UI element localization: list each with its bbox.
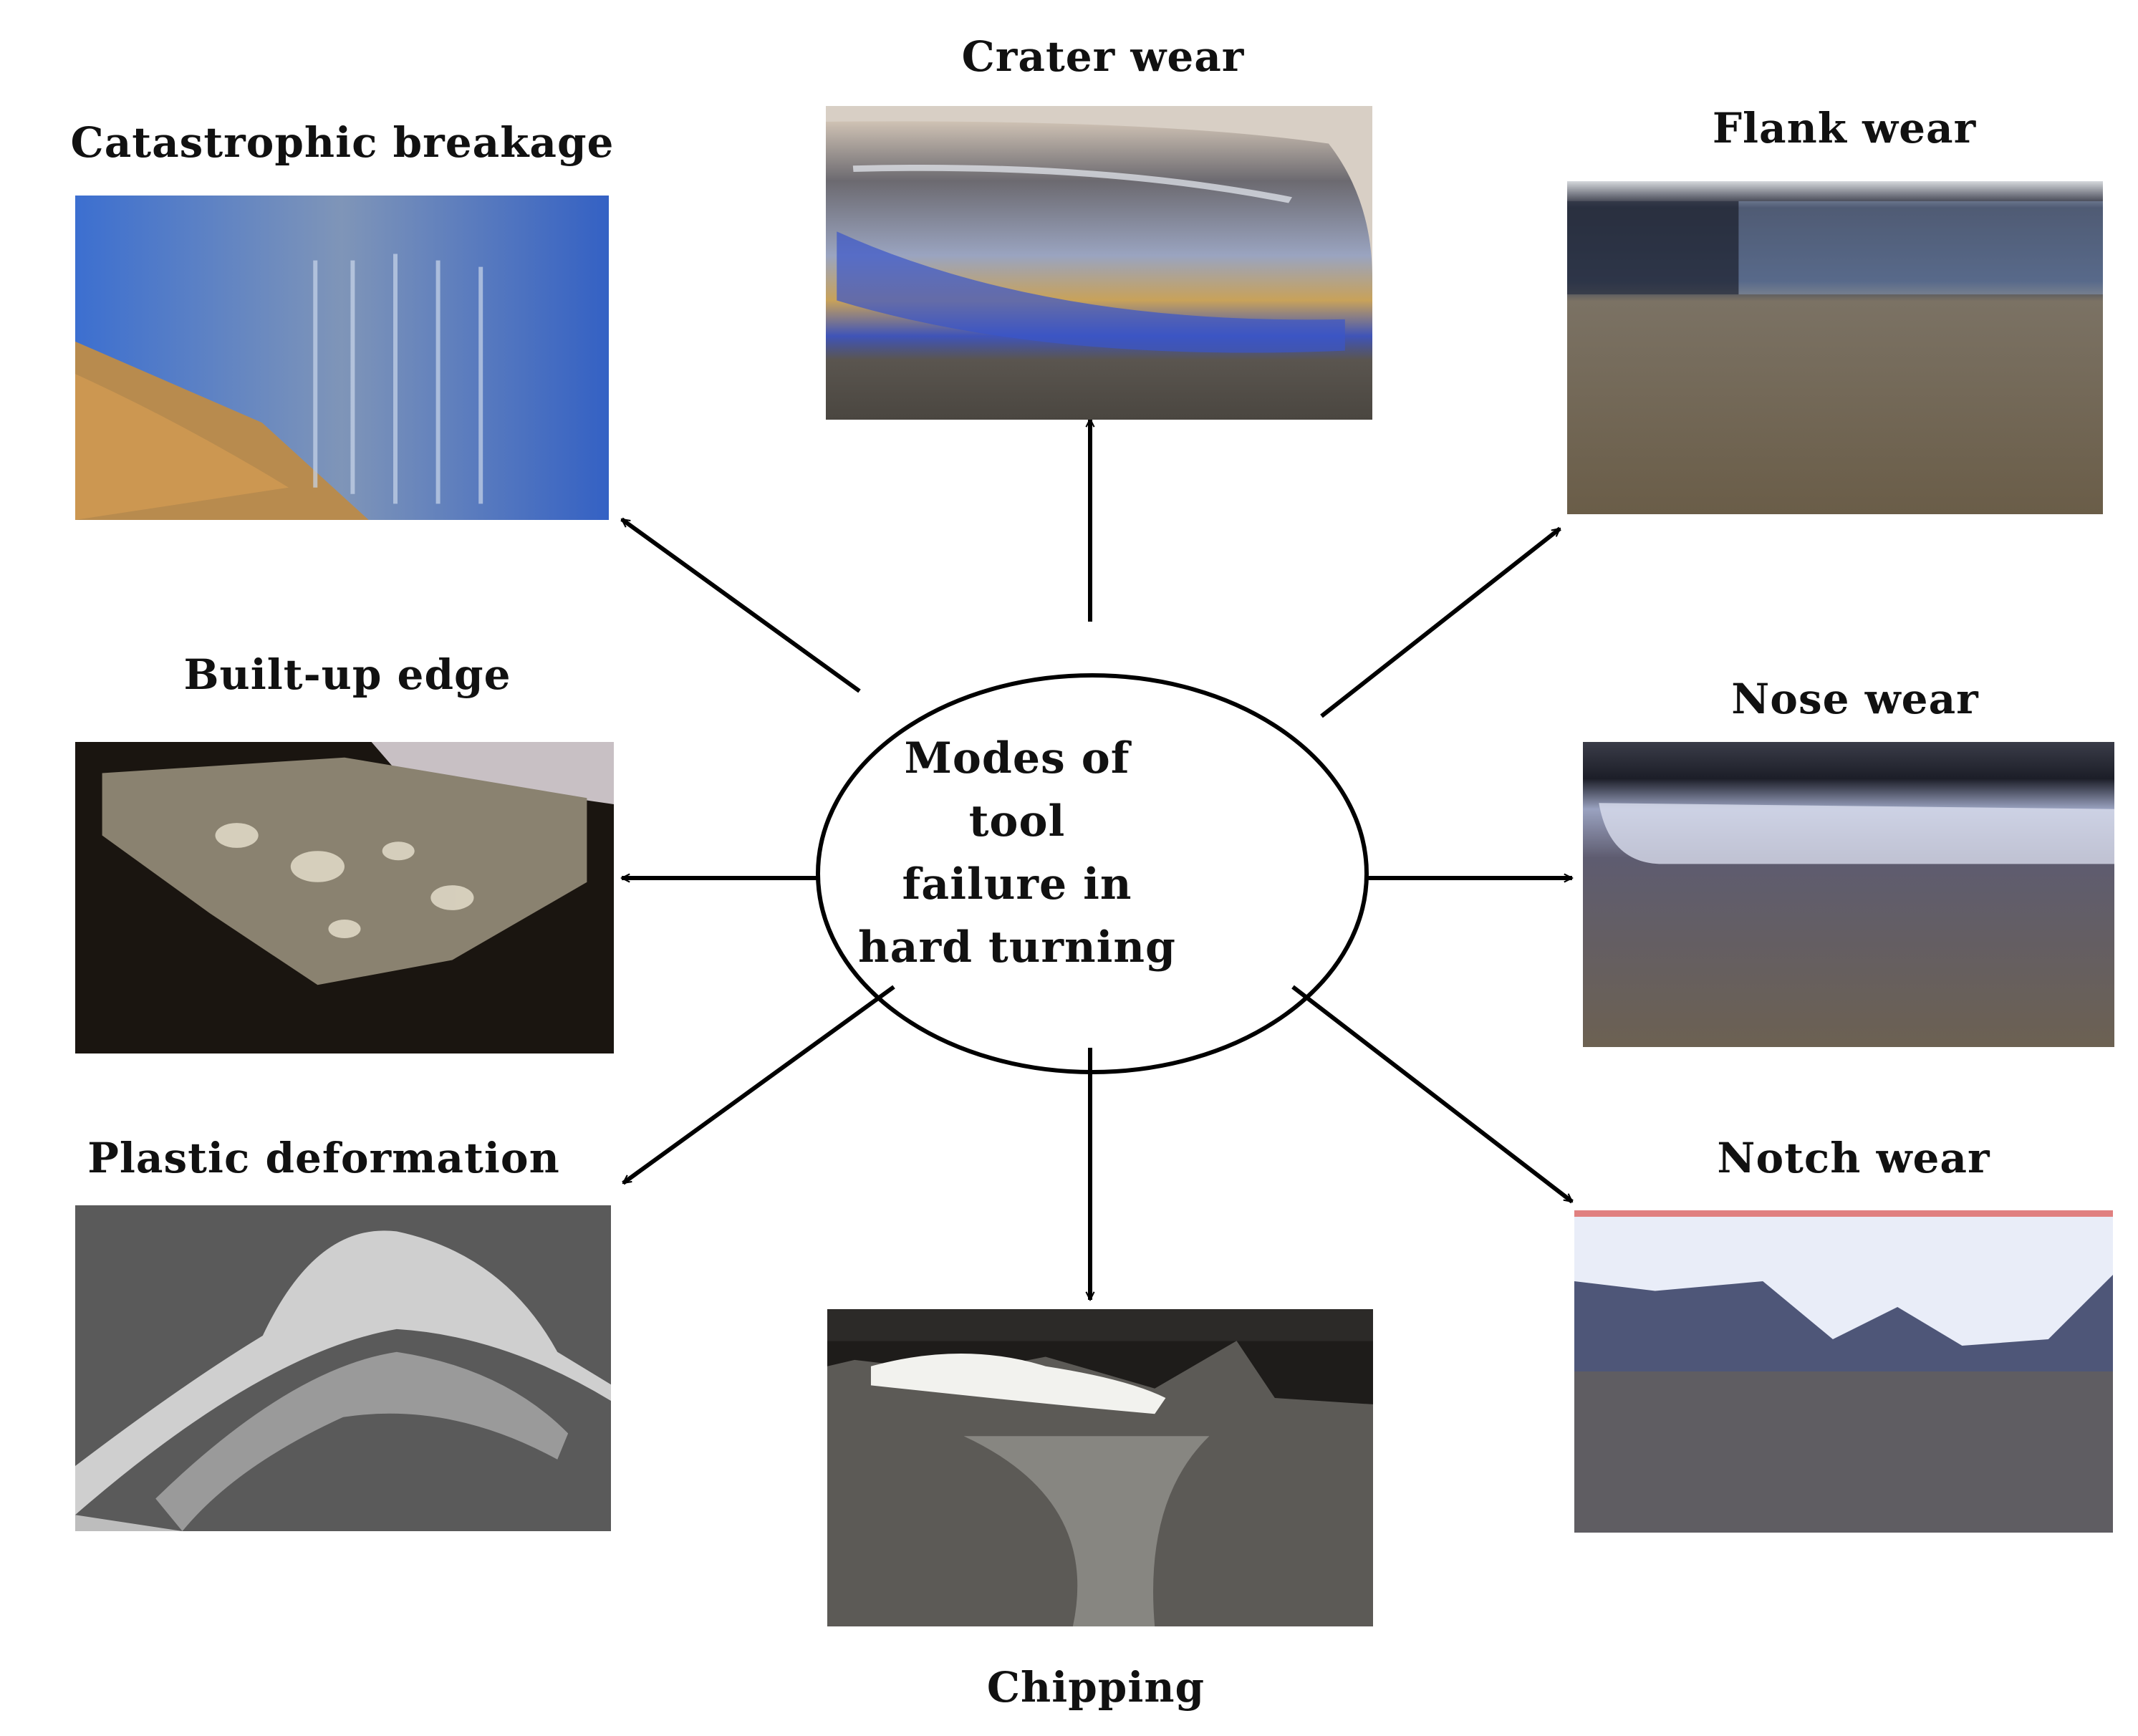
label-crater-wear: Crater wear <box>961 32 1245 81</box>
arrow-to-catastrophic-breakage <box>622 517 861 693</box>
notch-wear-photo <box>1574 1210 2113 1533</box>
center-label: Modes of tool failure in hard turning <box>856 727 1178 979</box>
center-line-1: Modes of tool <box>904 733 1130 847</box>
nose-wear-photo <box>1583 742 2114 1047</box>
arrow-to-notch-wear <box>1291 985 1572 1204</box>
label-built-up-edge: Built-up edge <box>183 650 511 699</box>
plastic-deformation-photo <box>75 1205 611 1531</box>
label-chipping: Chipping <box>986 1663 1205 1712</box>
arrow-to-plastic-deformation <box>623 985 895 1185</box>
chipping-photo <box>827 1309 1373 1626</box>
catastrophic-breakage-photo <box>75 196 609 520</box>
label-catastrophic-breakage: Catastrophic breakage <box>70 118 615 167</box>
label-flank-wear: Flank wear <box>1712 104 1977 153</box>
label-notch-wear: Notch wear <box>1717 1134 1990 1182</box>
arrow-to-flank-wear <box>1320 526 1561 718</box>
flank-wear-photo <box>1567 181 2103 514</box>
center-line-3: hard turning <box>858 922 1176 973</box>
built-up-edge-photo <box>75 742 614 1053</box>
label-nose-wear: Nose wear <box>1731 675 1979 723</box>
center-line-2: failure in <box>902 859 1132 910</box>
crater-wear-photo <box>826 106 1372 420</box>
label-plastic-deformation: Plastic deformation <box>87 1134 560 1182</box>
